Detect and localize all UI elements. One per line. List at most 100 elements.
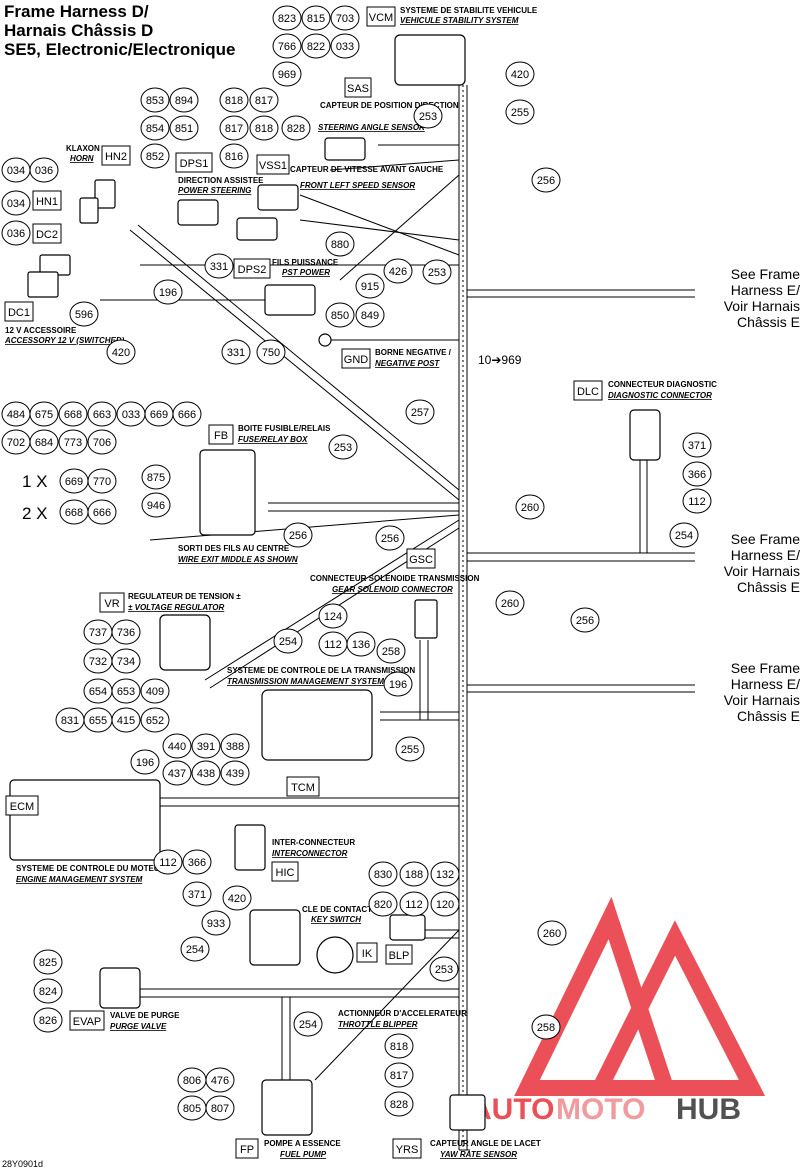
harness-trunk	[100, 85, 695, 1151]
part-number: 366	[188, 857, 206, 869]
blp-connector	[389, 914, 426, 941]
part-number: 196	[136, 757, 154, 769]
part-bubble-823: 823	[272, 5, 302, 31]
svg-text:GEAR SOLENOID CONNECTOR: GEAR SOLENOID CONNECTOR	[332, 585, 453, 594]
svg-text:POMPE A ESSENCE: POMPE A ESSENCE	[264, 1139, 341, 1148]
part-number: 036	[7, 228, 25, 240]
svg-text:BLP: BLP	[389, 950, 410, 962]
part-number: 253	[428, 267, 446, 279]
part-number: 880	[331, 239, 349, 251]
part-number: 655	[89, 715, 107, 727]
part-bubble-915: 915	[355, 273, 385, 299]
part-bubble-822: 822	[301, 33, 331, 59]
part-number: 653	[117, 686, 135, 698]
fuse-qty-1: 1 X	[22, 472, 48, 491]
fuse-qty-2: 2 X	[22, 504, 48, 523]
part-number: 831	[61, 715, 79, 727]
svg-text:GSC: GSC	[409, 554, 433, 566]
key-switch	[316, 936, 354, 974]
part-number: 388	[226, 741, 244, 753]
part-bubble-415: 415	[111, 707, 141, 733]
svg-text:CONNECTEUR DIAGNOSTIC: CONNECTEUR DIAGNOSTIC	[608, 380, 717, 389]
part-number: 737	[89, 627, 107, 639]
dlc-connector	[629, 409, 661, 461]
part-number: 666	[178, 409, 196, 421]
part-bubble-254: 254	[180, 936, 210, 962]
part-bubble-817: 817	[219, 115, 249, 141]
svg-text:SORTI DES FILS AU CENTRE: SORTI DES FILS AU CENTRE	[178, 544, 290, 553]
part-number: 136	[352, 639, 370, 651]
part-number: 258	[537, 1022, 555, 1034]
part-number: 476	[211, 1075, 229, 1087]
part-bubble-817: 817	[384, 1062, 414, 1088]
svg-text:FP: FP	[240, 1144, 254, 1156]
part-number: 033	[122, 409, 140, 421]
part-bubble-805: 805	[177, 1095, 207, 1121]
part-bubble-260: 260	[537, 920, 567, 946]
svg-text:FILS PUISSANCE: FILS PUISSANCE	[272, 258, 339, 267]
part-number: 331	[210, 261, 228, 273]
part-bubble-256: 256	[570, 607, 600, 633]
part-number: 437	[168, 768, 186, 780]
part-number: 825	[39, 957, 57, 969]
part-number: 853	[146, 95, 164, 107]
part-bubble-669: 669	[144, 401, 174, 427]
diagram-title: Frame Harness D/ Harnais Châssis D SE5, …	[4, 2, 236, 59]
part-bubble-484: 484	[1, 401, 31, 427]
component-shapes	[9, 34, 661, 1136]
part-bubble-828: 828	[281, 115, 311, 141]
part-number: 253	[419, 111, 437, 123]
part-bubble-331: 331	[221, 339, 251, 365]
part-number: 420	[228, 893, 246, 905]
part-number: 331	[227, 347, 245, 359]
part-number: 371	[688, 440, 706, 452]
code-box-vcm: VCM	[366, 6, 396, 27]
watermark-logo: AUTO MOTO HUB	[470, 896, 766, 1126]
part-bubble-420: 420	[222, 885, 252, 911]
svg-text:YAW RATE SENSOR: YAW RATE SENSOR	[440, 1150, 517, 1159]
part-bubble-255: 255	[505, 99, 535, 125]
part-number: 366	[688, 469, 706, 481]
part-bubble-256: 256	[375, 525, 405, 551]
code-box-dc2: DC2	[32, 223, 62, 244]
svg-text:SYSTEME DE CONTROLE DU MOTEUR: SYSTEME DE CONTROLE DU MOTEUR	[16, 864, 166, 873]
part-bubble-831: 831	[55, 707, 85, 733]
part-bubble-852: 852	[140, 143, 170, 169]
svg-text:REGULATEUR DE TENSION ±: REGULATEUR DE TENSION ±	[128, 592, 241, 601]
svg-text:KEY SWITCH: KEY SWITCH	[311, 915, 361, 924]
svg-text:VR: VR	[104, 598, 119, 610]
part-number: 112	[324, 639, 342, 651]
part-bubble-254: 254	[293, 1011, 323, 1037]
part-bubble-702: 702	[1, 429, 31, 455]
part-number: 933	[207, 918, 225, 930]
part-number: 112	[405, 899, 423, 911]
fuse-part-bubble-669: 669	[59, 468, 89, 494]
part-bubble-684: 684	[29, 429, 59, 455]
part-number: 703	[336, 13, 354, 25]
part-number: 807	[211, 1103, 229, 1115]
part-bubble-880: 880	[325, 231, 355, 257]
part-bubble-773: 773	[58, 429, 88, 455]
svg-text:VCM: VCM	[369, 12, 393, 24]
part-bubble-420: 420	[106, 339, 136, 365]
part-number: 669	[150, 409, 168, 421]
part-bubble-254: 254	[273, 628, 303, 654]
part-number: 850	[331, 310, 349, 322]
part-number: 818	[225, 95, 243, 107]
part-number: 702	[7, 437, 25, 449]
negative-post	[318, 333, 332, 347]
hn2-connector	[94, 179, 116, 209]
part-bubble-933: 933	[201, 910, 231, 936]
svg-text:YRS: YRS	[396, 1144, 419, 1156]
part-bubble-850: 850	[325, 302, 355, 328]
svg-text:HORN: HORN	[70, 154, 94, 163]
part-number: 736	[117, 627, 135, 639]
part-number: 815	[307, 13, 325, 25]
part-bubble-132: 132	[430, 861, 460, 887]
voltage-regulator	[159, 614, 211, 671]
part-number: 824	[39, 986, 57, 998]
part-bubble-875: 875	[141, 464, 171, 490]
part-number: 849	[361, 310, 379, 322]
svg-text:DLC: DLC	[577, 386, 599, 398]
